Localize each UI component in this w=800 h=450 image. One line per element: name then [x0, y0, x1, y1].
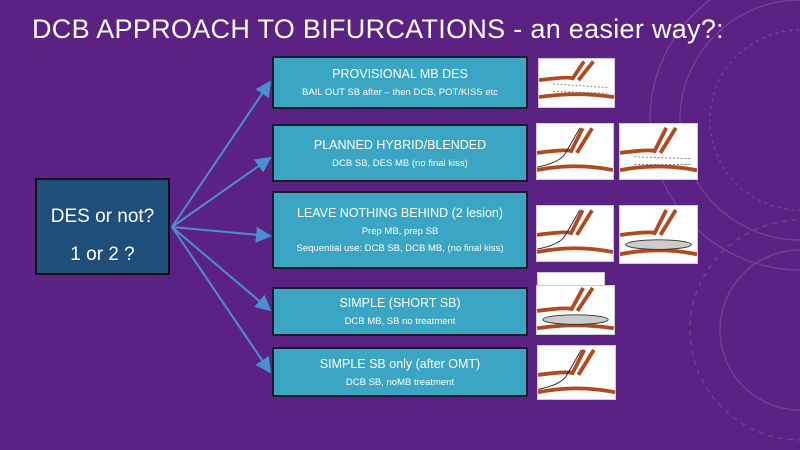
option-simple-short-sb: SIMPLE (SHORT SB) DCB MB, SB no treatmen…: [272, 287, 528, 336]
bifurcation-dcb-sb-image: [537, 345, 616, 400]
arrow-to-option-5: [171, 226, 272, 374]
arrow-to-option-1: [171, 80, 272, 228]
root-line-2: 1 or 2 ?: [70, 244, 135, 265]
option-detail: DCB SB, DES MB (no final kiss): [332, 157, 468, 169]
root-question-box: DES or not? 1 or 2 ?: [35, 178, 170, 275]
option-provisional: PROVISIONAL MB DES BAIL OUT SB after – t…: [272, 56, 528, 109]
option-heading: LEAVE NOTHING BEHIND (2 lesion): [296, 206, 504, 220]
option-leave-nothing-behind: LEAVE NOTHING BEHIND (2 lesion) Prep MB,…: [272, 191, 528, 269]
bifurcation-dcb-mb-image: [619, 205, 698, 264]
option-heading: SIMPLE (SHORT SB): [339, 296, 461, 310]
arrow-to-option-2: [171, 156, 272, 228]
bifurcation-dcb-sb-image: [536, 123, 614, 180]
option-heading: PLANNED HYBRID/BLENDED: [313, 137, 487, 152]
bifurcation-des-mb-image: [619, 123, 698, 180]
option-detail: Prep MB, prep SB: [361, 226, 439, 237]
option-heading: PROVISIONAL MB DES: [332, 67, 468, 81]
bifurcation-small-image: [537, 272, 605, 286]
option-simple-sb-only: SIMPLE SB only (after OMT) DCB SB, noMB …: [272, 347, 528, 397]
option-planned-hybrid: PLANNED HYBRID/BLENDED DCB SB, DES MB (n…: [272, 124, 528, 182]
option-detail: DCB MB, SB no treatment: [344, 316, 456, 327]
option-detail: Sequential use: DCB SB, DCB MB, (no fina…: [296, 243, 504, 254]
option-detail: BAIL OUT SB after – then DCB, POT/KISS e…: [302, 87, 498, 98]
bifurcation-dcb-sb-image: [536, 205, 614, 262]
bifurcation-dcb-mb-image: [536, 285, 615, 335]
option-detail: DCB SB, noMB treatment: [345, 376, 455, 388]
option-heading: SIMPLE SB only (after OMT): [319, 356, 481, 371]
bifurcation-stent-image: [538, 58, 615, 108]
arrow-to-option-4: [171, 226, 272, 312]
slide-title: DCB APPROACH TO BIFURCATIONS - an easier…: [32, 14, 724, 44]
arrow-to-option-3: [171, 226, 272, 243]
root-line-1: DES or not?: [50, 206, 155, 227]
